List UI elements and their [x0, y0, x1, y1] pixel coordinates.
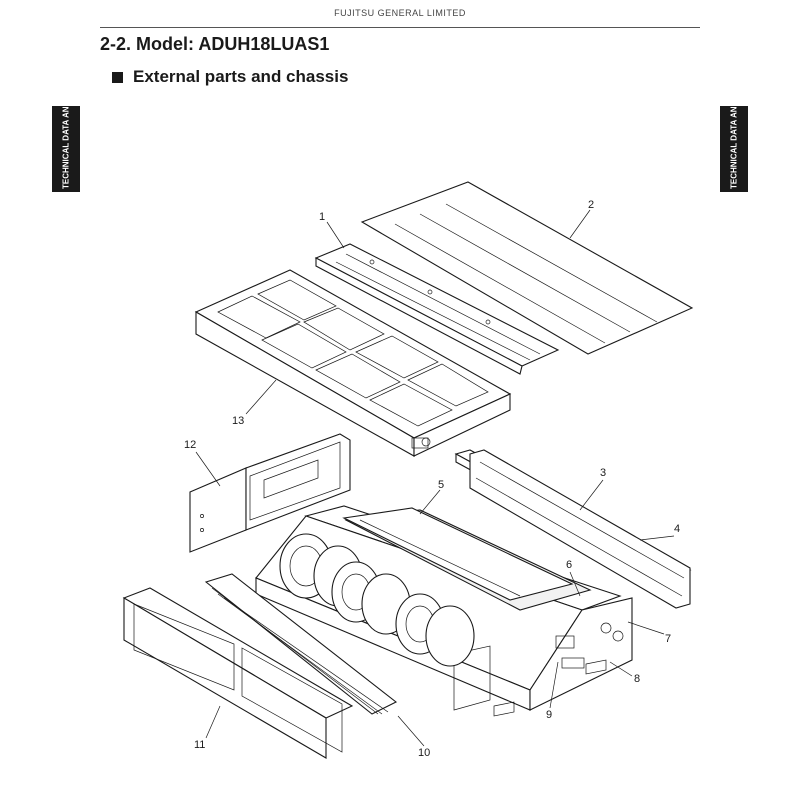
- callout-1: 1: [319, 211, 325, 223]
- callout-9: 9: [546, 709, 552, 721]
- blower-fan-3: [395, 593, 475, 667]
- bullet-square-icon: [112, 71, 123, 83]
- callout-2: 2: [588, 199, 594, 211]
- subsection-heading: External parts and chassis: [112, 67, 348, 87]
- part-4-rail: [469, 449, 691, 609]
- header-divider: [100, 27, 700, 28]
- callout-6: 6: [566, 559, 572, 571]
- callout-3: 3: [600, 467, 606, 479]
- part-5-fan-casing-cover: [342, 507, 574, 601]
- part-1-top-panel: [314, 243, 560, 375]
- callout-12: 12: [184, 439, 196, 451]
- callout-10: 10: [418, 747, 430, 759]
- callout-5: 5: [438, 479, 444, 491]
- company-header: FUJITSU GENERAL LIMITED: [334, 8, 466, 18]
- part-13-filter-frame: [194, 269, 512, 457]
- callout-7: 7: [665, 633, 671, 645]
- side-tab-left: TECHNICAL DATA AND PARTS LIST: [52, 52, 80, 192]
- callout-13: 13: [232, 415, 244, 427]
- section-title: 2-2. Model: ADUH18LUAS1: [100, 34, 330, 54]
- part-11-filter-frame: [122, 587, 354, 759]
- callout-8: 8: [634, 673, 640, 685]
- part-12-side-bracket: [189, 433, 351, 553]
- side-tab-right: TECHNICAL DATA AND PARTS LIST: [720, 52, 748, 192]
- leader-lines: [195, 209, 675, 747]
- part-2-top-panel: [360, 181, 694, 355]
- callout-4: 4: [674, 523, 680, 535]
- subsection-label: External parts and chassis: [133, 67, 349, 86]
- callout-labels: 1 2 3 4 5 6 7 8 9 10 11 12 13: [184, 199, 680, 759]
- callout-11: 11: [194, 739, 205, 751]
- part-10-intake-grille: [204, 573, 398, 715]
